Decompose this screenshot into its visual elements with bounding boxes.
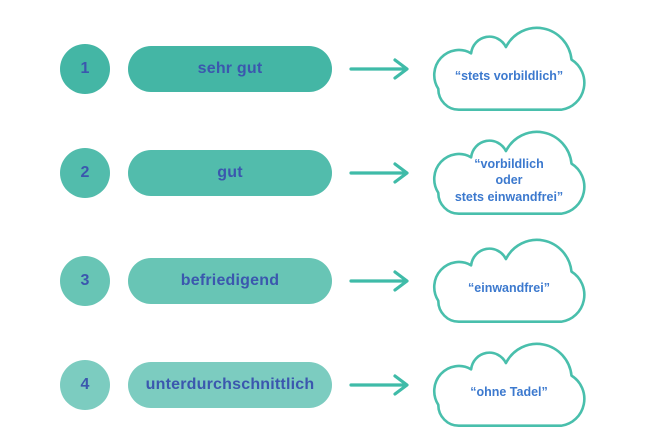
grade-label: sehr gut (197, 60, 263, 77)
grade-pill: befriedigend (128, 258, 332, 304)
cloud-icon (426, 338, 592, 432)
cloud-phrase-line: oder (495, 173, 523, 188)
cloud-phrase-line: “vorbildlich (474, 156, 544, 171)
rank-number: 2 (80, 164, 90, 181)
speech-cloud: “einwandfrei” (426, 234, 592, 328)
cloud-phrase-line: “stets vorbildlich” (454, 69, 564, 84)
grade-row-2: 2 gut “vorbildlich oder stets einwandfre… (0, 123, 650, 223)
cloud-phrase-line: “einwandfrei” (468, 281, 550, 296)
cloud-icon (426, 234, 592, 328)
arrow-icon (349, 58, 409, 80)
cloud-phrase-line: stets einwandfrei” (454, 189, 564, 204)
rank-circle: 4 (60, 360, 110, 410)
speech-cloud: “vorbildlich oder stets einwandfrei” (426, 126, 592, 220)
cloud-phrase: “einwandfrei” (426, 234, 592, 328)
grade-label: gut (217, 164, 243, 181)
rank-number: 4 (80, 376, 90, 393)
cloud-phrase: “ohne Tadel” (426, 338, 592, 432)
rank-number: 1 (80, 60, 90, 77)
rank-circle: 1 (60, 44, 110, 94)
cloud-phrase: “vorbildlich oder stets einwandfrei” (426, 126, 592, 220)
cloud-phrase: “stets vorbildlich” (426, 22, 592, 116)
grade-row-4: 4 unterdurchschnittlich “ohne Tadel” (0, 335, 650, 435)
grade-pill: sehr gut (128, 46, 332, 92)
rank-number: 3 (80, 272, 90, 289)
grade-row-1: 1 sehr gut “stets vorbildlich” (0, 19, 650, 119)
cloud-icon (426, 126, 592, 220)
speech-cloud: “stets vorbildlich” (426, 22, 592, 116)
cloud-phrase-line: “ohne Tadel” (470, 385, 548, 400)
grade-pill: unterdurchschnittlich (128, 362, 332, 408)
grade-row-3: 3 befriedigend “einwandfrei” (0, 231, 650, 331)
arrow-icon (349, 374, 409, 396)
cloud-icon (426, 22, 592, 116)
rank-circle: 3 (60, 256, 110, 306)
rank-circle: 2 (60, 148, 110, 198)
grade-label: befriedigend (180, 272, 280, 289)
speech-cloud: “ohne Tadel” (426, 338, 592, 432)
arrow-icon (349, 162, 409, 184)
grade-label: unterdurchschnittlich (145, 376, 315, 393)
arrow-icon (349, 270, 409, 292)
grade-pill: gut (128, 150, 332, 196)
